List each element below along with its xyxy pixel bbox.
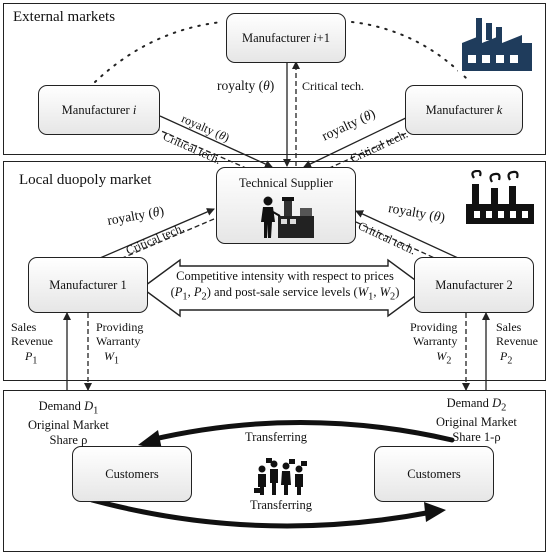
demand-label-left: Demand D1 Original Market Share ρ [28,399,109,448]
price-sub: 2 [507,355,513,367]
warranty-sub: 1 [114,355,119,367]
manufacturer-k-node: Manufacturer k [405,85,523,135]
manufacturer-i-node: Manufacturer i [38,85,160,135]
node-label-var: k [496,102,503,117]
share-value: 1-ρ [483,430,501,444]
node-label: Manufacturer [425,102,497,117]
demand-sub: 2 [501,402,507,414]
demand-sub: 1 [93,405,99,417]
royalty-symbol: θ [263,78,270,93]
share-word: Share [452,430,484,444]
competition-label: Competitive intensity with respect to pr… [160,268,410,304]
sep: , [373,285,380,300]
transfer-arc-bottom [89,497,435,529]
dotted-arc-right [351,21,471,83]
sales-line-1: Sales [11,320,37,334]
node-label: Manufacturer [242,30,314,45]
demand-var: D [492,396,502,410]
p1-var: P [174,285,183,300]
royalty-arrow-m2 [355,210,459,259]
warranty-line-2: Warranty [413,334,458,349]
royalty-close: ) [269,78,275,93]
demand-label-right: Demand D2 Original Market Share 1-ρ [436,396,517,445]
node-label: Technical Supplier [239,176,333,190]
royalty-arrow-m1 [99,208,215,259]
node-label-var: i [313,30,317,45]
node-label: Customers [407,466,461,481]
warranty-var: W [436,348,447,363]
transfer-arrowhead-top [138,430,162,450]
customers-left-node: Customers [72,446,192,502]
sep: , [187,285,194,300]
demand-word: Demand [446,396,493,410]
warranty-line-1: Providing [410,320,458,334]
manufacturer-1-node: Manufacturer 1 [28,257,148,313]
node-label-var: i [132,102,137,117]
w2-sub: 2 [390,291,396,303]
external-markets-title: External markets [13,9,116,25]
sales-line-2: Revenue [496,334,538,349]
mid-text: ) and post-sale service levels ( [206,285,358,300]
price-sub: 1 [32,355,38,367]
sales-revenue-label-left: Sales Revenue P1 [11,320,53,367]
factory-smoke-icon [466,170,534,224]
transfer-arc-top [147,420,455,443]
manufacturer-i-plus-1-node: Manufacturer i+1 [226,13,346,63]
customer-crowd-icon [254,458,307,495]
royalty-label-top: royalty (θ) [217,78,274,94]
original-market-text: Original Market [436,415,517,429]
p2-sub: 2 [201,291,207,303]
competition-line-2: (P1, P2) and post-sale service levels (W… [170,285,400,303]
p1-sub: 1 [182,291,188,303]
original-market-text: Original Market [28,418,109,432]
node-label-suffix: +1 [316,30,330,45]
local-market-title: Local duopoly market [19,172,152,188]
node-label: Customers [105,466,159,481]
factory-icon [458,15,536,73]
warranty-label-left: Providing Warranty W1 [96,320,143,367]
transferring-label-bottom: Transferring [250,498,313,512]
sales-line-1: Sales [496,320,522,334]
share-value: ρ [81,433,88,447]
warranty-line-1: Providing [96,320,144,334]
royalty-arrow-left-ext [159,115,273,168]
customers-right-node: Customers [374,446,494,502]
sales-line-2: Revenue [11,334,53,349]
node-label: Manufacturer 1 [49,277,127,292]
warranty-label-right: Providing Warranty W2 [410,320,457,367]
transfer-arrowhead-bottom [424,502,446,522]
competition-line-1: Competitive intensity with respect to pr… [176,269,394,283]
node-label: Manufacturer 2 [435,277,513,292]
price-var: P [25,348,33,363]
w2-var: W [379,285,390,300]
royalty-arrow-right-ext [303,114,413,168]
w1-var: W [357,285,369,300]
warranty-sub: 2 [446,355,452,367]
sales-revenue-label-right: Sales Revenue P2 [496,320,538,367]
technician-machine-icon [261,196,314,238]
warranty-line-2: Warranty [96,334,141,349]
critical-tech-label-top: Critical tech. [302,79,364,93]
p2-var: P [193,285,202,300]
transferring-label-top: Transferring [245,430,308,444]
royalty-text: royalty ( [217,78,264,93]
w1-sub: 1 [368,291,374,303]
share-word: Share [49,433,82,447]
price-var: P [500,348,508,363]
warranty-var: W [104,348,114,363]
dotted-arc-left [94,21,223,83]
manufacturer-2-node: Manufacturer 2 [414,257,534,313]
demand-word: Demand [38,399,85,413]
demand-var: D [84,399,94,413]
node-label: Manufacturer [61,102,133,117]
